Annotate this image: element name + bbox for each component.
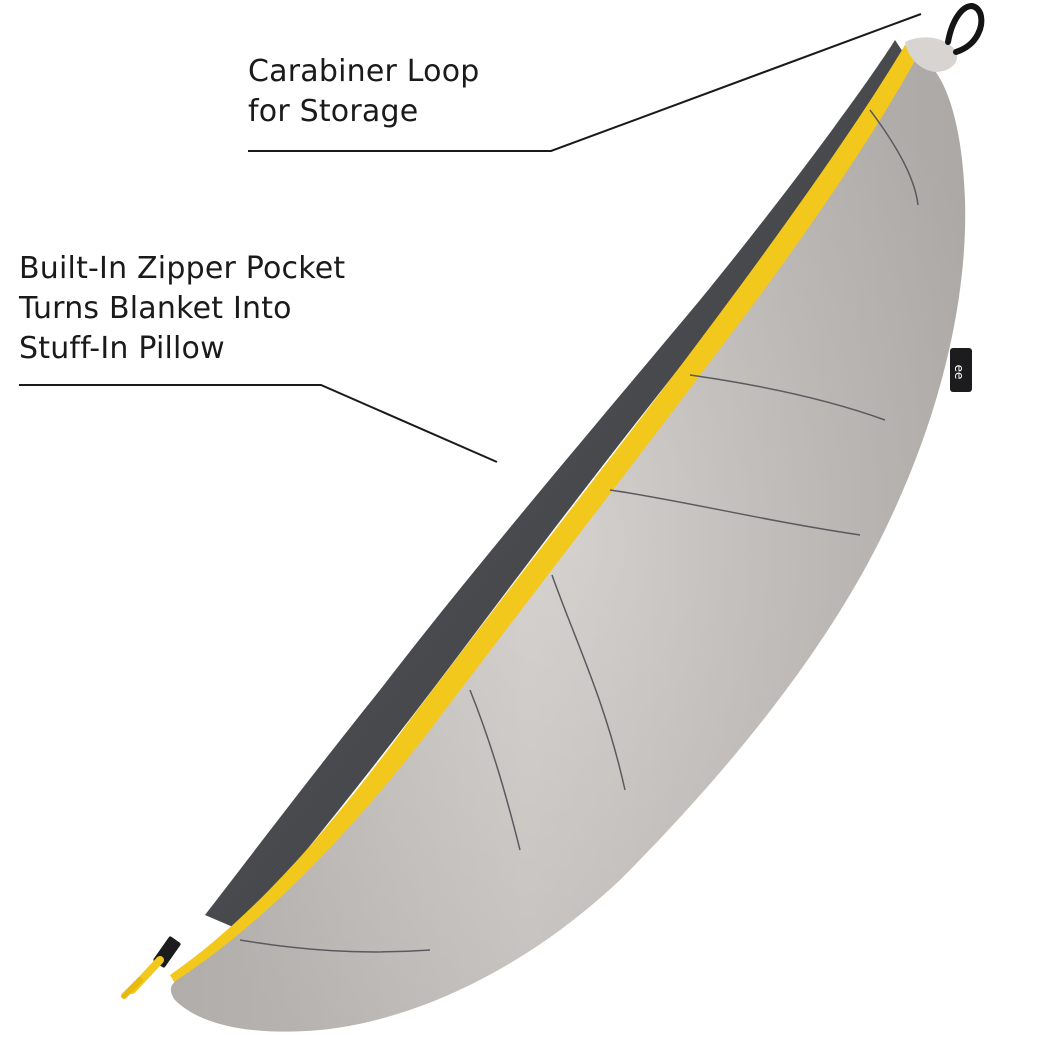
inner-dark-panel — [205, 40, 905, 930]
quilt-stitching — [239, 109, 919, 953]
carabiner-callout-line-2: for Storage — [248, 94, 419, 129]
zipper-pull-icon — [121, 936, 181, 999]
svg-text:ee: ee — [952, 365, 966, 380]
carabiner-callout: Carabiner Loop for Storage — [248, 52, 480, 132]
carabiner-leader-line — [248, 13, 922, 152]
brand-label-icon: ee — [950, 348, 972, 392]
zipper-callout-line-3: Stuff-In Pillow — [19, 331, 225, 366]
shell-shading — [170, 55, 966, 1032]
zipper-callout-line-2: Turns Blanket Into — [19, 291, 292, 326]
zipper-callout: Built-In Zipper Pocket Turns Blanket Int… — [19, 249, 345, 369]
zipper-leader-line — [19, 384, 498, 463]
carabiner-callout-line-1: Carabiner Loop — [248, 54, 480, 89]
pillow-top-cap — [905, 37, 958, 72]
zipper-callout-line-1: Built-In Zipper Pocket — [19, 251, 346, 286]
carabiner-loop-icon — [945, 2, 985, 55]
